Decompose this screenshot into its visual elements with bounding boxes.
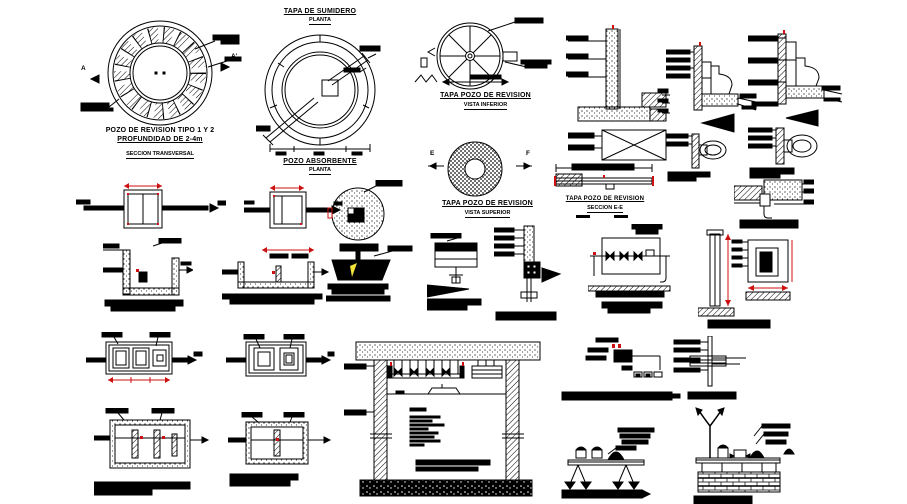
crossed-box-drawing <box>568 129 672 171</box>
detail-tapa-pozo-vista-superior: E F TAPA POZO DE REVISION VISTA SUPERIOR <box>420 138 555 222</box>
sumidero-bubble-drawing <box>326 180 413 302</box>
pozo-absorbente-view-label: PLANTA <box>256 167 384 176</box>
section-marker-a-prime: A' <box>231 53 238 60</box>
detail-valve-line <box>588 224 672 320</box>
detail-tank-section-2ch <box>228 412 336 492</box>
detail-crossed-box <box>568 126 672 172</box>
tapa-inferior-view-label: VISTA INFERIOR <box>413 102 558 111</box>
posts-drawing <box>698 229 793 329</box>
pozo-revision-title: POZO DE REVISION TIPO 1 Y 2 <box>105 127 215 134</box>
detail-pozo-revision-plan: A A' POZO DE REVISION TIPO 1 Y 2 PROFUND… <box>75 15 245 175</box>
section-marker-f: F <box>526 150 530 157</box>
tapa-inferior-drawing <box>414 17 552 90</box>
tapa-sumidero-view-label: PLANTA <box>256 17 384 26</box>
tapa-sumidero-title: TAPA DE SUMIDERO <box>283 8 357 15</box>
detail-vertical-wall-pipe <box>494 224 564 322</box>
detail-bottom-middle-pair <box>558 336 748 406</box>
tapa-seccion-scalebar <box>576 215 628 218</box>
tapa-superior-view-label: VISTA SUPERIOR <box>420 210 555 219</box>
detail-caja-section-1 <box>103 238 193 312</box>
tank-section-3ch-drawing <box>94 408 210 496</box>
tank-plan-2ch-drawing <box>226 334 335 377</box>
detail-caja-section-2 <box>222 246 330 312</box>
detail-small-wall <box>427 233 489 313</box>
detail-sumidero-bubble-section <box>326 180 414 305</box>
bottom-middle-drawing <box>561 336 746 401</box>
toilet-2-drawing <box>748 30 843 179</box>
pozo-revision-drawing <box>80 20 242 126</box>
detail-toilet-section-2 <box>748 28 844 180</box>
section-marker-a: A <box>81 65 86 72</box>
caja-section-2-drawing <box>222 247 330 305</box>
detail-equipment-bench-1 <box>560 424 664 500</box>
detail-tank-plan-2ch <box>226 334 336 386</box>
detail-posts <box>698 228 798 332</box>
tapa-seccion-drawing <box>554 164 654 190</box>
detail-caja-plan-1 <box>76 180 226 232</box>
vertical-wall-drawing <box>494 225 562 321</box>
pozo-revision-view-label: SECCION TRANSVERSAL <box>75 151 245 160</box>
tapa-seccion-title: TAPA POZO DE REVISION <box>565 196 645 202</box>
wall-corner-drawing <box>566 25 670 122</box>
pipe-gallery-drawing <box>344 341 541 497</box>
pozo-absorbente-drawing <box>256 34 381 156</box>
section-marker-e: E <box>430 150 435 157</box>
tapa-superior-drawing <box>428 141 532 197</box>
pozo-absorbente-title: POZO ABSORBENTE <box>283 158 357 165</box>
tapa-seccion-view-label: SECCION E-E <box>546 205 664 214</box>
tank-section-2ch-drawing <box>228 412 332 487</box>
detail-tapa-pozo-vista-inferior: TAPA POZO DE REVISION VISTA INFERIOR <box>413 16 558 116</box>
tapa-superior-title: TAPA POZO DE REVISION <box>442 200 533 207</box>
bench-1-drawing <box>561 427 655 499</box>
toilet-1-drawing <box>666 42 757 182</box>
caja-plan-1-drawing <box>76 183 226 229</box>
detail-pipe-gallery-section <box>344 334 546 500</box>
detail-tank-section-3ch <box>94 408 210 496</box>
tank-plan-3ch-drawing <box>86 332 203 383</box>
caja-section-1-drawing <box>103 238 193 312</box>
tapa-inferior-title: TAPA POZO DE REVISION <box>440 92 531 99</box>
detail-toilet-section-1 <box>666 38 758 184</box>
detail-tapa-pozo-seccion-ee: TAPA POZO DE REVISION SECCION E-E <box>546 164 664 220</box>
detail-wall-corner-section <box>566 25 670 133</box>
detail-tank-plan-3ch <box>86 332 204 386</box>
detail-equipment-bench-2 <box>688 406 796 504</box>
hatched-band-drawing <box>734 179 814 229</box>
small-wall-drawing <box>427 233 482 311</box>
pozo-revision-subtitle: PROFUNDIDAD DE 2-4m <box>117 136 203 143</box>
detail-hatched-band <box>734 176 814 232</box>
bench-2-drawing <box>693 407 795 504</box>
detail-tapa-sumidero-pozo-absorbente: TAPA DE SUMIDERO PLANTA POZO ABSORBENTE … <box>256 8 384 176</box>
valve-line-drawing <box>588 224 671 314</box>
